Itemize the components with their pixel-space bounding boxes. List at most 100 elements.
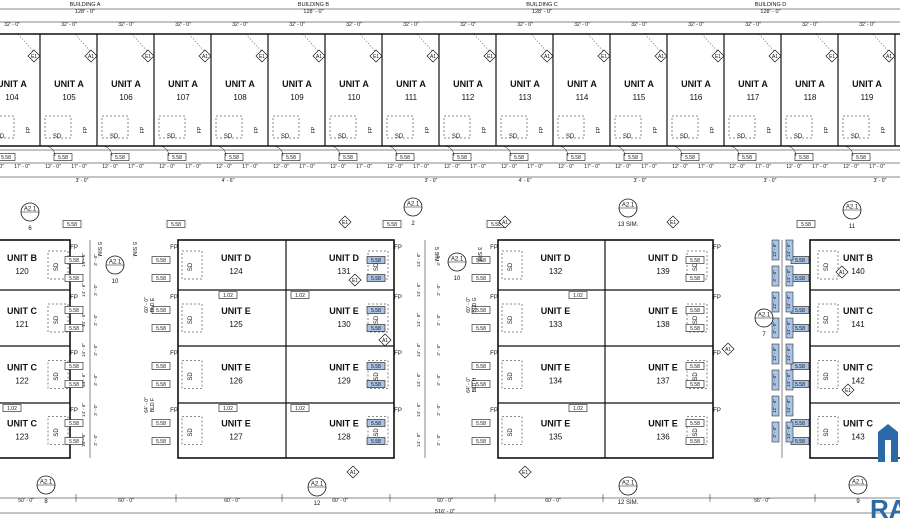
building-title: BUILDING D [755,2,787,8]
building-label: BLD G [472,297,478,312]
unit-number: 139 [656,267,670,276]
door-swing [158,145,170,157]
sill-tag-label: 5.58 [156,382,166,388]
elevation-tag-label: A1 [88,54,94,60]
sill-tag [53,153,73,161]
front-dim: 12' - 0" [444,164,460,170]
sill-tag [366,256,386,264]
sill-tag-label: 5.58 [795,439,805,445]
sill-tag [680,153,700,161]
front-dim: 12' - 0" [273,164,289,170]
sill-tag-label: 5.58 [156,421,166,427]
sill-tag-label: 5.58 [67,222,77,228]
closet-outline [500,115,528,139]
elevation-tag-label: E1 [373,54,379,60]
fire-panel-label: FP [596,126,602,133]
sill-tag [64,437,84,445]
closet-outline [158,115,186,139]
bay-dim: 32' - 0" [859,22,875,28]
elevation-tag-label: A1 [350,470,356,476]
elevation-tag-icon [483,49,497,63]
unit-type-label: UNIT D [648,253,678,263]
elevation-tag-icon [338,215,352,229]
vertical-dim: 3' - 0" [93,374,98,386]
front-dim: 12' - 0" [159,164,175,170]
elevation-tag-icon [348,273,362,287]
vertical-dim: 14' - 6" [81,343,86,357]
unit-type-label: UNIT A [0,79,27,89]
storage-door-label: SD [374,428,380,437]
sill-tag [366,437,386,445]
storage-door-label: SD [693,372,699,381]
sill-tag-label: 5.58 [171,222,181,228]
section-marker-sheet: A2.1 [109,260,122,266]
sill-tag-label: 5.58 [690,308,700,314]
sill-tag [290,404,310,412]
door-swing [785,145,797,157]
storage-door-label: SD [281,134,290,140]
vertical-dim-tag [785,239,794,261]
vertical-dim: 14' - 6" [81,253,86,267]
roof-line [188,33,206,53]
sill-tag [685,362,705,370]
sill-tag-label: 1.02 [295,406,305,412]
sill-tag-label: 5.58 [156,258,166,264]
storage-door-label: SD [680,134,689,140]
vertical-dim: 14' - 6" [81,403,86,417]
sill-tag-label: 5.58 [371,276,381,282]
vertical-dim: 14' - 6" [416,253,421,267]
unit-type-label: UNIT E [221,363,251,373]
roof-line [815,33,833,53]
building-depth-dim: 64' - 0" [466,377,472,393]
roof-line [359,33,377,53]
vertical-dim: 14' - 6" [81,283,86,297]
unit-type-label: UNIT E [648,306,678,316]
section-marker-number: 12 SIM. [618,500,639,506]
sill-tag-label: 5.58 [476,382,486,388]
sill-tag [338,153,358,161]
bay-dim: 32' - 0" [688,22,704,28]
closet-outline [101,115,129,139]
front-dim: 12' - 0" [501,164,517,170]
sill-tag-label: 5.58 [476,364,486,370]
closet-outline [817,250,839,280]
fire-panel-label: FP [70,408,78,414]
gap-dim: 4' - 6" [519,178,532,184]
storage-door-label: SD [824,262,830,271]
front-dim: 12' - 0" [216,164,232,170]
sill-tag-label: 5.58 [799,155,809,161]
fire-panel-label: FP [539,126,545,133]
unit-type-label: UNIT E [329,363,359,373]
closet-outline [47,250,69,280]
elevation-tag-label: E1 [715,54,721,60]
vertical-dim: 3' - 0" [93,434,98,446]
unit-type-label: UNIT A [225,79,255,89]
fire-panel-label: FP [70,351,78,357]
unit-number: 116 [690,93,703,102]
elevation-tag-icon [255,49,269,63]
unit-type-label: UNIT C [843,419,873,429]
sill-tag-label: 5.58 [690,276,700,282]
front-dim: 17' - 0" [14,164,30,170]
unit-number: 110 [348,93,361,102]
storage-door-label: SD [452,134,461,140]
sill-tag [110,153,130,161]
building-label: BLD F [150,398,156,412]
unit-type-label: UNIT A [111,79,141,89]
vertical-dim: 14' - 6" [416,343,421,357]
section-marker-number: 9 [856,499,860,505]
elevation-tag-icon [825,49,839,63]
vertical-dim-tag [771,369,780,391]
unit-number: 109 [290,93,304,102]
elevation-tag-icon [597,49,611,63]
sill-tag [851,153,871,161]
unit-number: 106 [119,93,133,102]
storage-door-label: SD [374,372,380,381]
roof-line [416,33,434,53]
sill-tag [382,220,402,228]
vertical-dim: 3' - 0" [772,374,777,386]
closet-outline [686,303,708,333]
elevation-tag-icon [882,49,896,63]
unit-type-label: UNIT C [7,363,37,373]
fire-panel-label: FP [394,351,402,357]
